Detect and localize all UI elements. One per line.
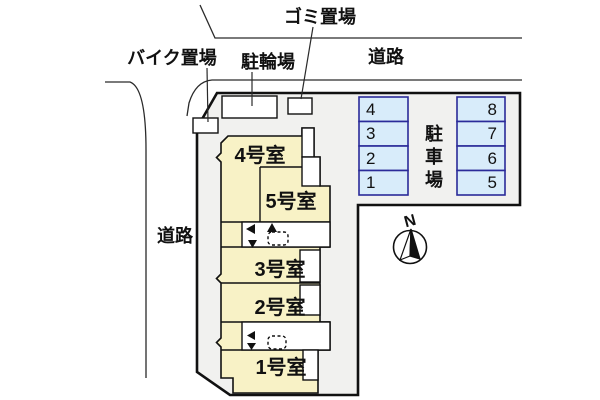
parking-spots-left-column: 4 3 2 1 <box>358 96 409 196</box>
parking-label-char: 場 <box>425 170 443 190</box>
bicycle-parking-label: 駐輪場 <box>241 51 295 72</box>
parking-spot-number: 7 <box>488 124 497 143</box>
arrow-up-icon <box>267 223 277 232</box>
parking-spot <box>358 169 409 196</box>
parking-spot-number: 1 <box>366 173 375 192</box>
building: 4号室 5号室 3号室 2号室 1号室 <box>215 127 331 394</box>
bicycle-parking-area <box>221 95 278 119</box>
room-label-5: 5号室 <box>265 189 316 213</box>
stairwell-box <box>301 127 315 158</box>
parking-lot-label: 駐 車 場 <box>425 123 443 190</box>
room-label-1: 1号室 <box>255 355 306 379</box>
parking-spot <box>456 145 506 172</box>
compass-needle-east <box>409 228 421 260</box>
fixture-dashed-icon <box>267 231 289 246</box>
parking-label-char: 駐 <box>425 123 443 144</box>
arrow-left-icon <box>247 331 255 340</box>
parking-spot <box>456 120 506 147</box>
arrow-down-icon <box>248 240 257 248</box>
parking-spot-number: 5 <box>488 173 497 192</box>
parking-lot: 4 3 2 1 8 7 6 5 駐 車 場 <box>358 96 506 196</box>
road-top-near-edge-line <box>186 79 522 117</box>
garbage-label: ゴミ置場 <box>284 6 356 27</box>
arrow-down-icon <box>247 343 256 350</box>
stairwell-box <box>301 156 321 187</box>
parking-spot-number: 6 <box>488 149 497 168</box>
parking-spot-number: 4 <box>366 100 375 119</box>
parking-spot <box>358 145 409 172</box>
north-label: N <box>402 212 418 231</box>
room-label-3: 3号室 <box>254 257 305 281</box>
parking-spot <box>456 96 506 123</box>
parking-label-char: 車 <box>425 146 443 167</box>
balcony-box <box>299 249 321 283</box>
north-compass: N <box>392 212 428 265</box>
road-label-left: 道路 <box>157 225 194 246</box>
parking-spot-number: 8 <box>488 100 497 119</box>
road-top-far-edge-line <box>199 4 522 39</box>
room-label-2: 2号室 <box>254 295 305 319</box>
parking-spot <box>358 96 409 123</box>
entry-corridor-upper <box>241 221 331 248</box>
parking-spots-right-column: 8 7 6 5 <box>456 96 506 196</box>
parking-spot-number: 3 <box>366 124 375 143</box>
garbage-leader-line <box>300 26 314 100</box>
road-left-edge-line <box>105 81 147 378</box>
balcony-box <box>299 284 321 316</box>
room-label-4: 4号室 <box>234 143 285 167</box>
balcony-box <box>302 349 319 381</box>
bike-leader-line <box>206 67 209 123</box>
fixture-dashed-icon <box>267 335 287 350</box>
parking-spot <box>358 120 409 147</box>
parking-spot-number: 2 <box>366 149 375 168</box>
entry-corridor-lower <box>241 321 331 351</box>
arrow-left-icon <box>246 224 255 234</box>
road-label-top: 道路 <box>368 46 405 67</box>
parking-spot <box>456 169 506 196</box>
bike-parking-label: バイク置場 <box>127 48 217 68</box>
garbage-area <box>287 97 313 115</box>
bike-parking-area <box>192 117 219 134</box>
